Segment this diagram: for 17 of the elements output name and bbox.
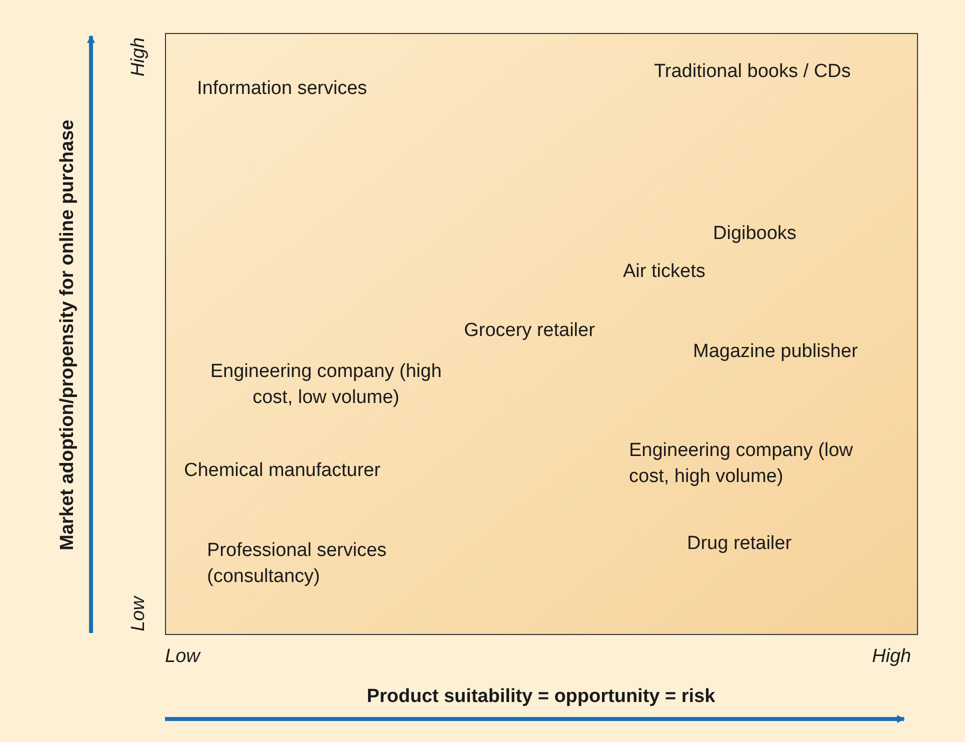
data-label: Professional services (consultancy) <box>207 539 388 589</box>
data-label: Engineering company (high cost, low volume) <box>209 360 443 410</box>
axis-tick-label: High <box>126 37 150 77</box>
axis-tick-label: Low <box>126 596 150 632</box>
axis-tick-label: High <box>872 645 912 669</box>
data-label: Digibooks <box>713 222 796 246</box>
axis-title: Market adoption/propensity for online purchase <box>56 120 79 550</box>
data-label: Air tickets <box>623 260 706 284</box>
data-label: Grocery retailer <box>464 319 595 343</box>
data-label: Drug retailer <box>687 532 792 556</box>
data-label: Chemical manufacturer <box>184 459 380 483</box>
data-label: Engineering company (low cost, high volume) <box>629 439 854 489</box>
data-label: Traditional books / CDs <box>654 60 851 84</box>
data-label: Magazine publisher <box>693 340 858 364</box>
data-label: Information services <box>197 77 368 101</box>
axis-title: Product suitability = opportunity = risk <box>366 684 716 709</box>
axis-tick-label: Low <box>165 645 200 669</box>
